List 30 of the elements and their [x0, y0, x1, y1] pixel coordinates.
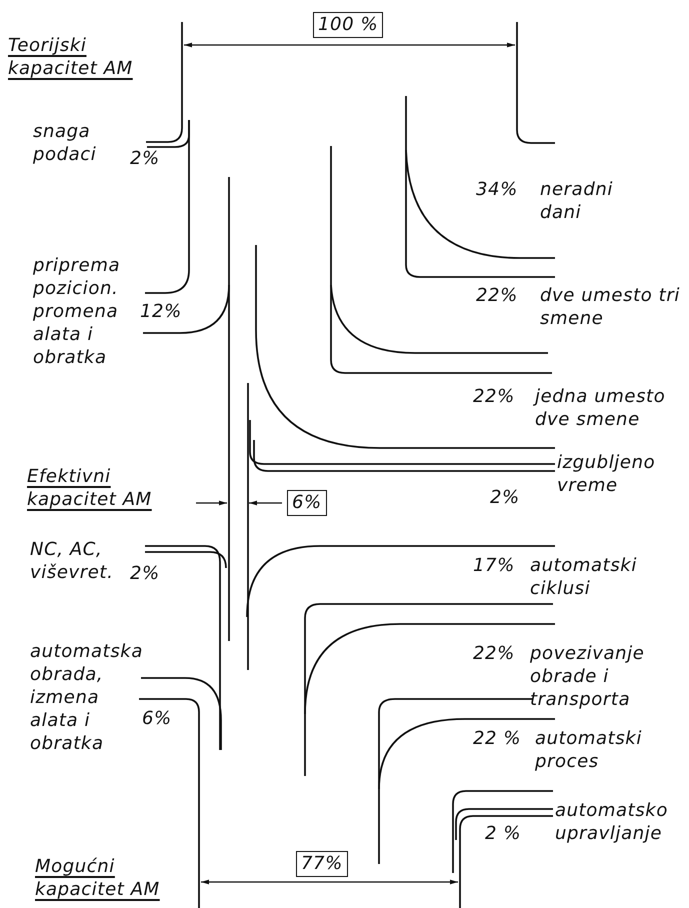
heading-label: Teorijski kapacitet AM	[8, 34, 134, 80]
flow-label: 12%	[140, 300, 182, 323]
flow-label: NC, AC, viševret.	[30, 538, 114, 584]
heading-label: Mogućni kapacitet AM	[35, 855, 161, 901]
flow-label: izgubljeno vreme	[557, 451, 656, 497]
flow-label: automatski ciklusi	[530, 554, 638, 600]
flow-label: 2 %	[485, 822, 522, 845]
flow-label: 22%	[473, 642, 515, 665]
dimension-value: 77%	[296, 851, 348, 877]
flow-label: priprema pozicion. promena alata i obratka	[33, 254, 122, 369]
flow-label: 22 %	[473, 727, 522, 750]
flow-label: 2%	[490, 486, 520, 509]
flow-label: 22%	[476, 284, 518, 307]
dimension-value: 100 %	[313, 12, 384, 38]
flow-label: automatska obrada, izmena alata i obratka	[30, 640, 143, 755]
flow-label: 6%	[142, 707, 172, 730]
flow-label: jedna umesto dve smene	[535, 385, 666, 431]
flow-label: snaga podaci	[33, 120, 98, 166]
flow-label: dve umesto tri smene	[540, 284, 680, 330]
flow-label: neradni dani	[540, 178, 614, 224]
heading-label: Efektivni kapacitet AM	[27, 465, 153, 511]
flow-label: automatsko upravljanje	[555, 799, 669, 845]
flow-label: povezivanje obrade i transporta	[530, 642, 646, 711]
flow-label: 2%	[130, 562, 160, 585]
dimension-value: 6%	[287, 490, 327, 516]
flow-label: 2%	[130, 147, 160, 170]
flow-label: 17%	[473, 554, 515, 577]
flow-label: 34%	[476, 178, 518, 201]
flow-label: automatski proces	[535, 727, 643, 773]
flow-label: 22%	[473, 385, 515, 408]
